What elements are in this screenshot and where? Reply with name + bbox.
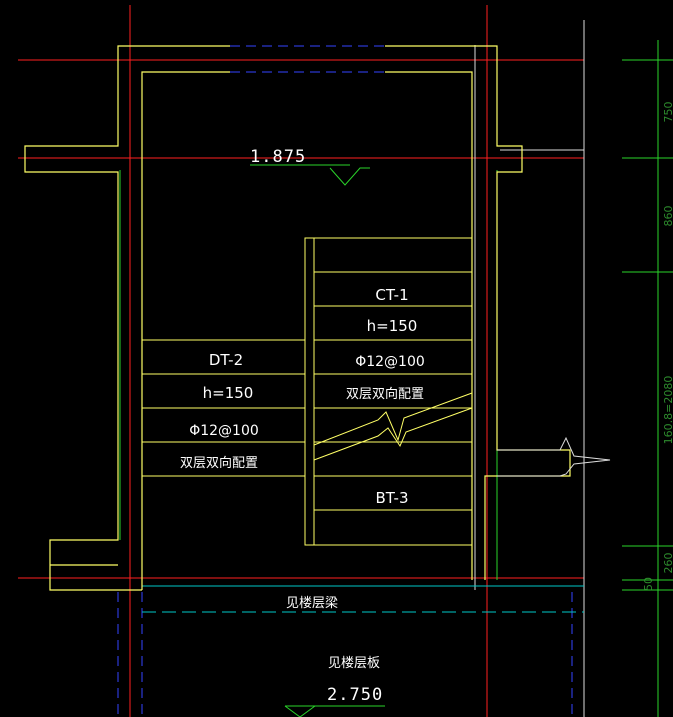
dimension-lines	[119, 40, 673, 717]
stair-lower-name: BT-3	[375, 489, 408, 507]
dim-260: 260	[662, 553, 673, 574]
beam-lines	[142, 585, 584, 613]
level-marker-upper	[329, 167, 370, 186]
landing-note: 双层双向配置	[180, 455, 258, 471]
slab-note: 见楼层板	[328, 656, 380, 671]
level-marker-lower	[284, 705, 316, 717]
dim-2080: 160.8=2080	[662, 376, 673, 445]
dim-50: 50	[642, 577, 655, 591]
stair-upper-name: CT-1	[375, 286, 408, 304]
stair-upper-note: 双层双向配置	[346, 386, 424, 402]
level-lower: 2.750	[327, 685, 383, 705]
beam-note: 见楼层梁	[286, 596, 338, 611]
landing-name: DT-2	[209, 351, 243, 369]
break-symbol	[497, 436, 611, 477]
level-upper: 1.875	[250, 147, 306, 167]
stair-upper-rebar: Φ12@100	[355, 354, 425, 370]
landing-rebar: Φ12@100	[189, 423, 259, 439]
stair-outline	[142, 237, 473, 546]
center-lines	[474, 20, 585, 717]
hidden-lines	[117, 45, 573, 717]
dim-860: 860	[662, 206, 673, 227]
stair-upper-thickness: h=150	[367, 317, 418, 335]
wall-outline	[24, 45, 571, 591]
dim-750: 750	[662, 102, 673, 123]
axis-lines	[18, 5, 584, 717]
landing-thickness: h=150	[203, 384, 254, 402]
